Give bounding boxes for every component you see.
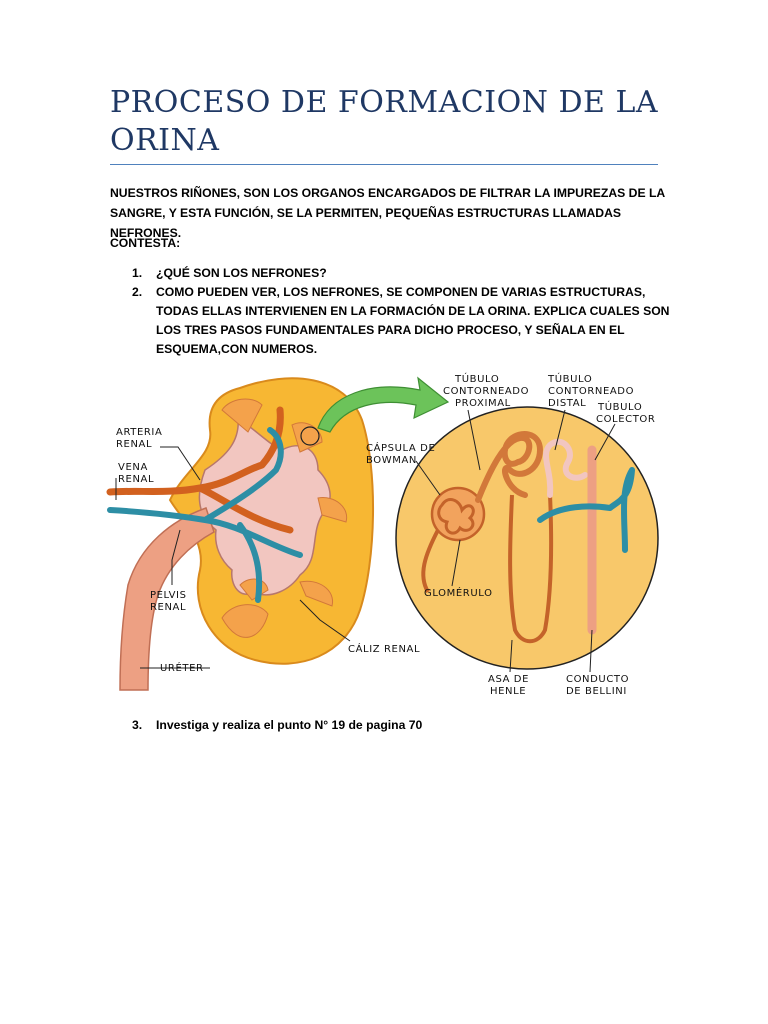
label-caliz-renal: CÁLIZ RENAL	[348, 642, 420, 655]
label-vena-renal: RENAL	[118, 474, 154, 485]
question-list: 1. ¿QUÉ SON LOS NEFRONES? 2. COMO PUEDEN…	[110, 264, 670, 359]
zoom-marker	[300, 426, 320, 446]
renal-pyramid	[299, 580, 334, 607]
question-text: COMO PUEDEN VER, LOS NEFRONES, SE COMPON…	[156, 285, 670, 356]
label-tubulo-proximal: PROXIMAL	[455, 398, 511, 409]
kidney-pelvis	[198, 416, 331, 596]
question-number: 2.	[132, 285, 143, 299]
loop-of-henle	[508, 494, 554, 644]
proximal-tubule	[475, 431, 544, 503]
label-conducto-bellini: DE BELLINI	[566, 686, 627, 697]
label-pelvis-renal: PELVIS	[150, 590, 187, 601]
label-tubulo-distal: TÚBULO	[547, 372, 592, 385]
question-item: 1. ¿QUÉ SON LOS NEFRONES?	[110, 264, 670, 283]
label-asa-henle: ASA DE	[488, 674, 529, 685]
page-title: PROCESO DE FORMACION DE LA ORINA	[110, 85, 659, 158]
intro-paragraph: NUESTROS RIÑONES, SON LOS ORGANOS ENCARG…	[110, 186, 665, 240]
label-tubulo-proximal: CONTORNEADO	[443, 386, 529, 397]
label-tubulo-distal: CONTORNEADO	[548, 386, 634, 397]
label-tubulo-proximal: TÚBULO	[454, 372, 499, 385]
label-asa-henle: HENLE	[490, 686, 526, 697]
label-conducto-bellini: CONDUCTO	[566, 674, 629, 685]
label-arteria-renal: RENAL	[116, 439, 152, 450]
renal-pyramid	[317, 497, 348, 523]
question-item: 3. Investiga y realiza el punto N° 19 de…	[110, 716, 670, 734]
label-capsula-bowman: BOWMAN	[366, 455, 417, 466]
afferent-vessel	[421, 529, 440, 594]
question-number: 1.	[132, 266, 143, 280]
label-pelvis-renal: RENAL	[150, 602, 186, 613]
label-tubulo-distal: DISTAL	[548, 398, 586, 409]
glomerulus	[437, 498, 475, 535]
label-arteria-renal: ARTERIA	[116, 427, 162, 438]
renal-vein	[107, 427, 303, 603]
question-number: 3.	[132, 718, 143, 732]
kidney-illustration	[106, 377, 374, 691]
contesta-heading: CONTESTA:	[110, 236, 181, 250]
nephron-illustration	[395, 406, 659, 670]
distal-tubule	[543, 438, 588, 498]
label-tubulo-colector: TÚBULO	[597, 400, 642, 413]
label-ureter: URÉTER	[160, 661, 204, 674]
leader-lines	[115, 409, 616, 673]
zoom-arrow-icon	[317, 376, 450, 433]
renal-pyramid	[221, 398, 263, 433]
question-text: ¿QUÉ SON LOS NEFRONES?	[156, 266, 327, 280]
renal-pyramid	[221, 604, 269, 638]
question-text: Investiga y realiza el punto N° 19 de pa…	[156, 718, 423, 732]
label-tubulo-colector: COLECTOR	[596, 414, 655, 425]
peritubular-vein	[537, 467, 635, 553]
label-vena-renal: VENA	[118, 462, 148, 473]
title-divider	[110, 164, 658, 165]
label-glomerulo: GLOMÉRULO	[424, 586, 493, 599]
label-capsula-bowman: CÁPSULA DE	[366, 441, 435, 454]
question-item: 2. COMO PUEDEN VER, LOS NEFRONES, SE COM…	[110, 283, 670, 359]
